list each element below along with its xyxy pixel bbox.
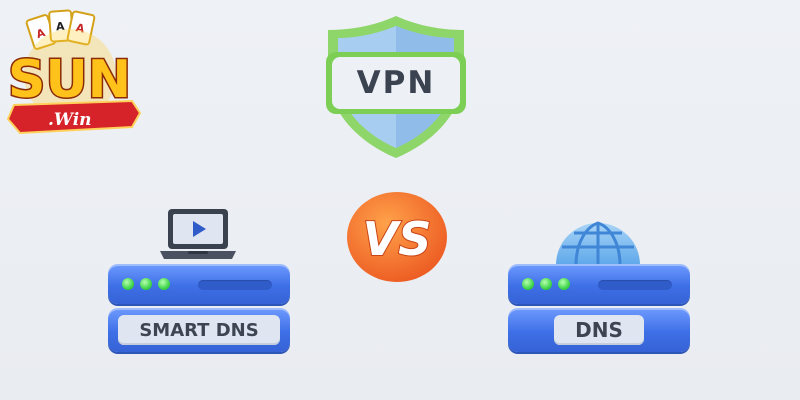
logo-ribbon: .Win bbox=[6, 99, 142, 135]
laptop-play-icon bbox=[158, 205, 238, 263]
vpn-label: VPN bbox=[356, 65, 436, 101]
versus-icon: VS bbox=[347, 192, 447, 282]
logo-text-sub: .Win bbox=[48, 110, 92, 130]
sunwin-logo: A A A SUN .Win bbox=[0, 5, 155, 145]
status-led-icon bbox=[158, 278, 170, 290]
server-slot bbox=[598, 280, 672, 290]
logo-text-main: SUN bbox=[8, 50, 131, 110]
status-led-icon bbox=[558, 278, 570, 290]
playing-cards-icon: A A A bbox=[25, 9, 96, 50]
smart-dns-label: SMART DNS bbox=[118, 315, 280, 345]
card-letter: A bbox=[56, 20, 66, 34]
status-led-icon bbox=[540, 278, 552, 290]
card-letter: A bbox=[75, 21, 87, 36]
versus-badge: VS bbox=[344, 189, 450, 285]
status-led-icon bbox=[140, 278, 152, 290]
versus-label: VS bbox=[363, 212, 432, 266]
sunwin-logo-graphic: A A A SUN .Win bbox=[6, 9, 142, 135]
dns-server-bottom: DNS bbox=[508, 308, 690, 352]
status-led-icon bbox=[522, 278, 534, 290]
smart-dns-server-bottom: SMART DNS bbox=[108, 308, 290, 352]
globe-icon bbox=[548, 213, 648, 265]
smart-dns-server-top bbox=[108, 264, 290, 304]
dns-label: DNS bbox=[554, 315, 644, 345]
sun-rays-icon bbox=[24, 29, 116, 121]
status-led-icon bbox=[122, 278, 134, 290]
shield-icon bbox=[326, 16, 466, 158]
dns-server-top bbox=[508, 264, 690, 304]
vpn-shield: VPN bbox=[318, 12, 474, 162]
server-slot bbox=[198, 280, 272, 290]
